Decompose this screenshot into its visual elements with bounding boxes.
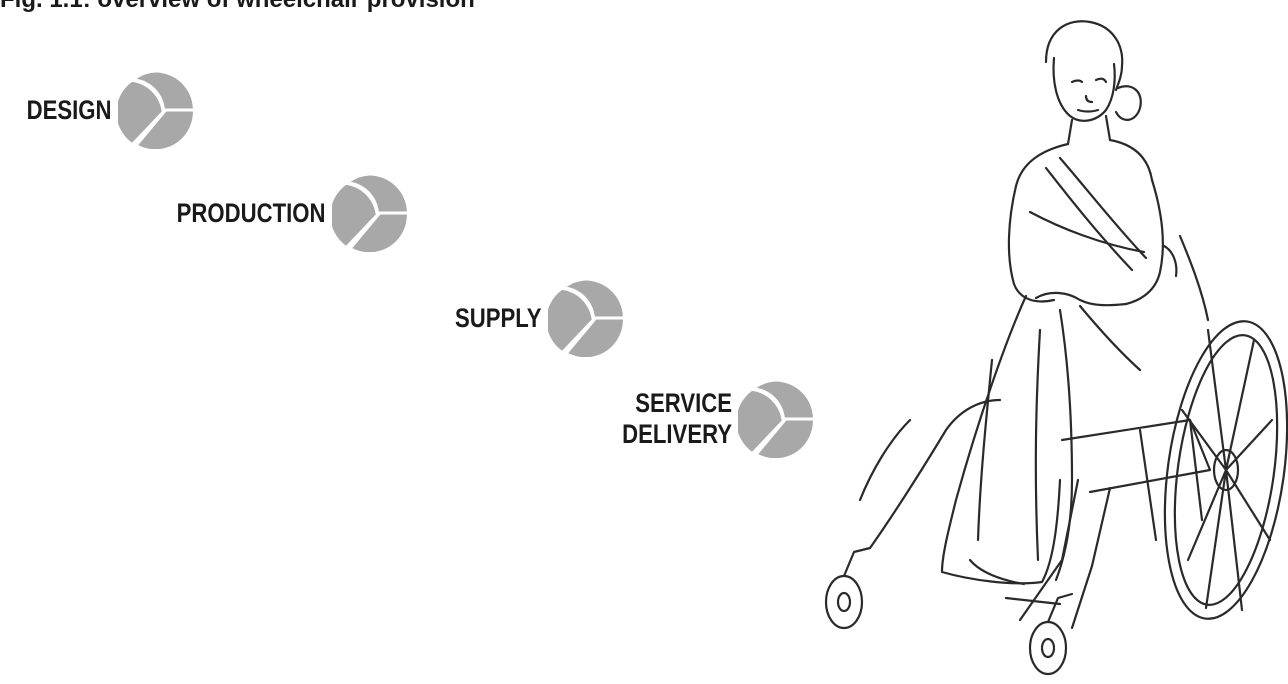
step-service-delivery: SERVICE DELIVERY	[598, 380, 816, 458]
step-label-design: DESIGN	[26, 94, 112, 125]
step-production: PRODUCTION	[144, 174, 410, 252]
rear-wheel-inner	[1173, 334, 1279, 606]
backrest	[1178, 234, 1210, 322]
neck	[1066, 114, 1112, 146]
step-design: DESIGN	[8, 71, 196, 149]
chevron-circle-icon	[331, 175, 407, 252]
step-supply: SUPPLY	[436, 279, 626, 357]
skirt	[940, 294, 1062, 585]
hair	[1044, 20, 1124, 92]
hair-bun	[1114, 85, 1142, 121]
face	[1052, 56, 1116, 122]
sari-sash	[1044, 156, 1148, 272]
step-label-service-delivery: SERVICE DELIVERY	[622, 388, 732, 450]
right-arm	[1124, 178, 1164, 306]
chevron-circle-icon	[117, 72, 193, 149]
step-label-delivery: DELIVERY	[622, 419, 733, 449]
left-arm	[1007, 184, 1056, 303]
seat-frame	[1060, 418, 1212, 494]
front-caster-left	[824, 574, 864, 630]
step-label-production: PRODUCTION	[176, 197, 326, 228]
rear-wheel-outer	[1163, 320, 1288, 620]
figure-caption: Fig. 1.1: overview of wheelchair provisi…	[0, 0, 475, 14]
step-label-service: SERVICE	[635, 388, 733, 418]
chevron-circle-icon	[738, 381, 813, 458]
step-label-supply: SUPPLY	[455, 302, 542, 333]
chevron-circle-icon	[547, 280, 623, 357]
woman-in-wheelchair-drawing	[824, 20, 1288, 676]
shoulders	[1014, 138, 1154, 188]
footrest	[968, 558, 1062, 606]
front-caster-right	[1028, 620, 1068, 676]
